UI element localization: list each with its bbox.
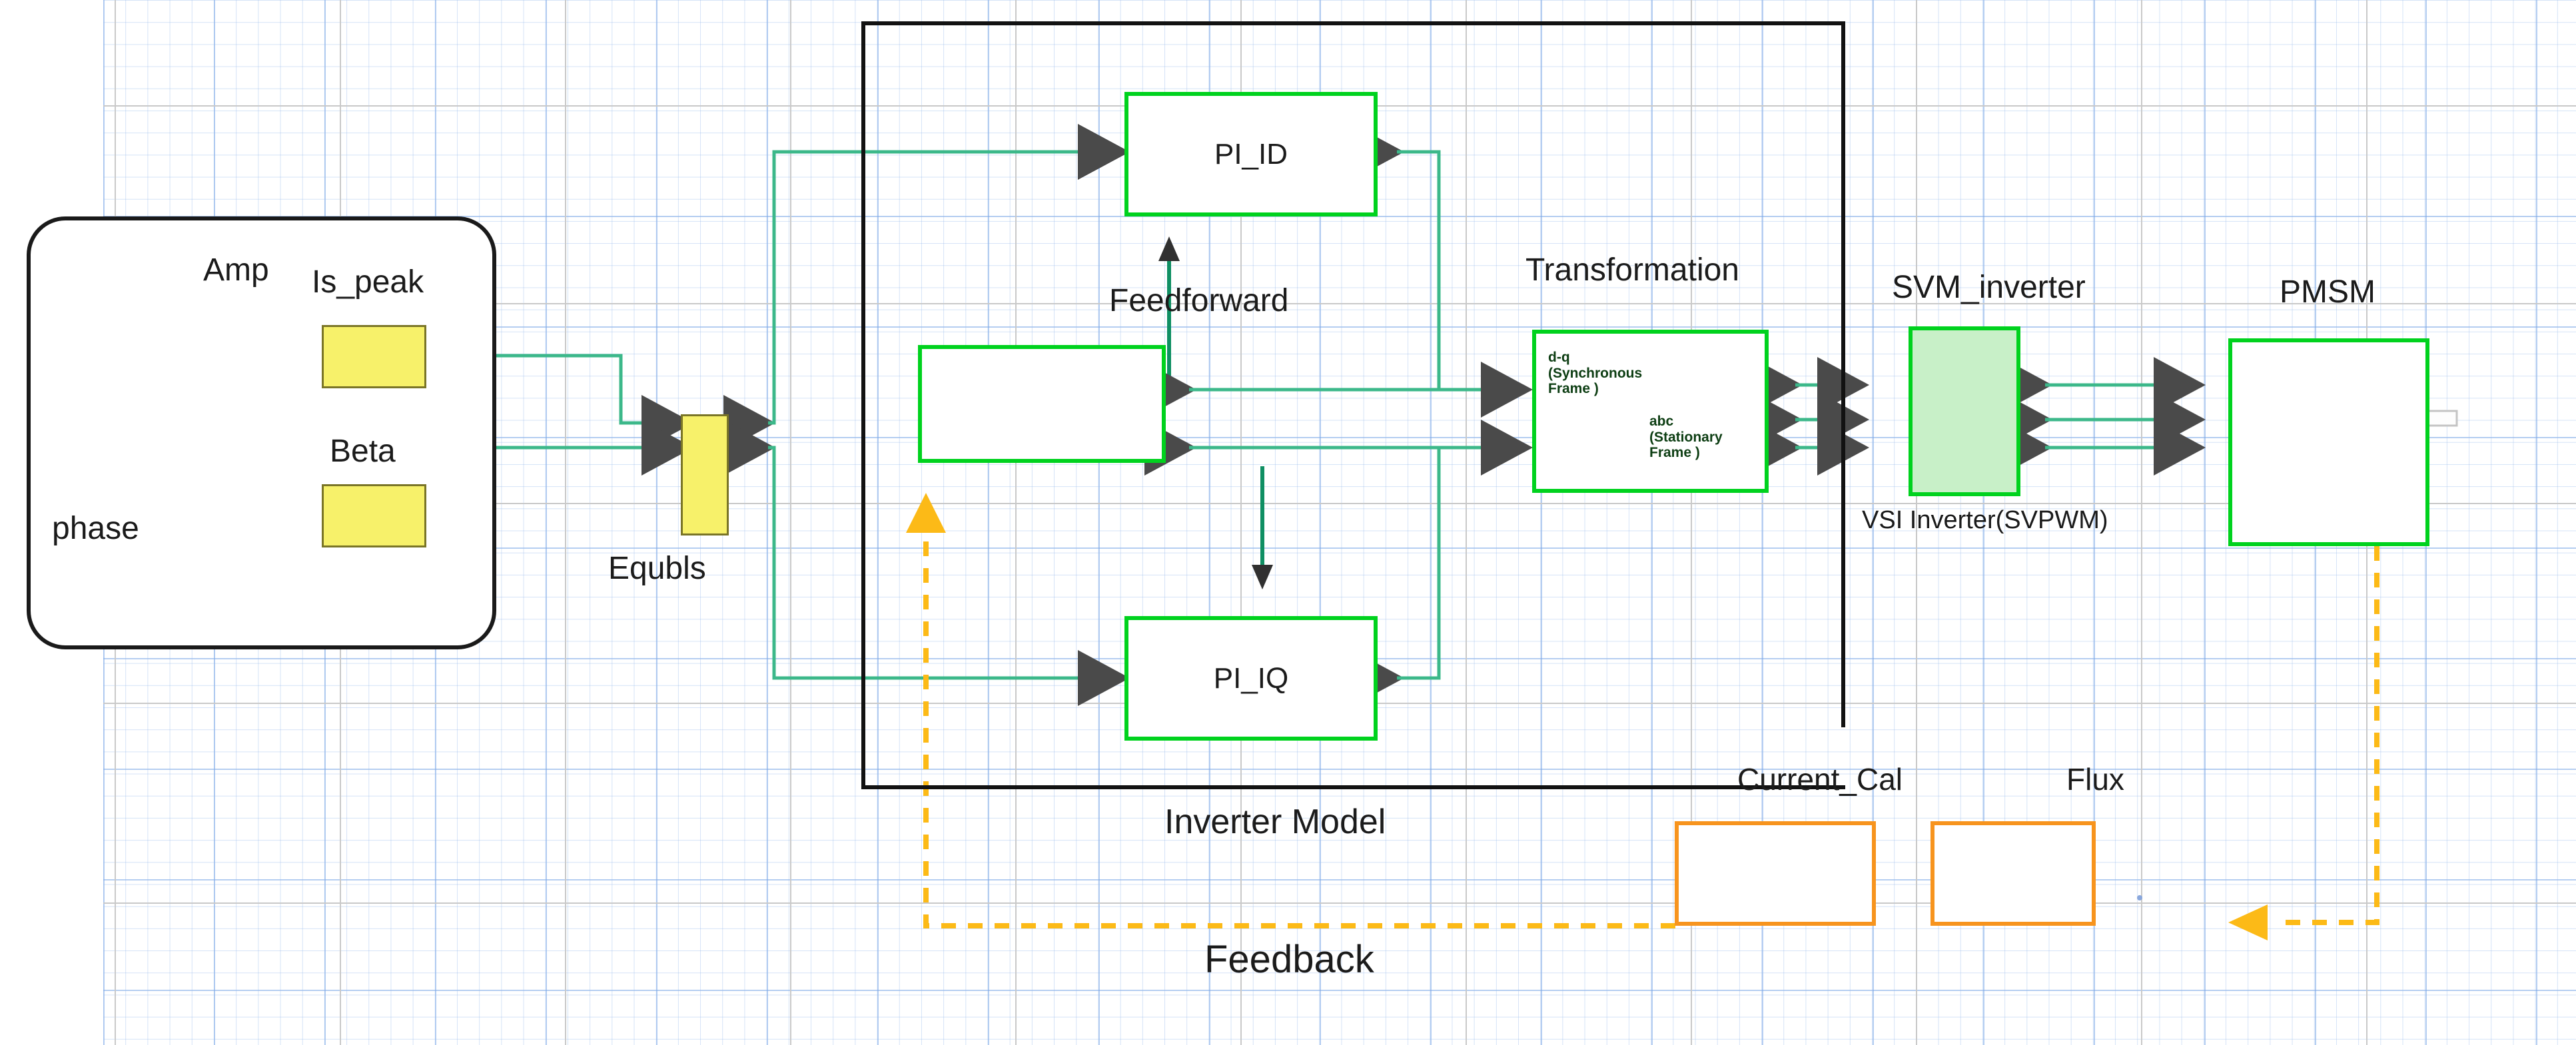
equbls-label: Equbls: [608, 551, 706, 586]
wire-feedforward-to-pi-iq: [1252, 466, 1273, 589]
reference-command-panel[interactable]: [27, 216, 496, 649]
pi-iq-label: PI_IQ: [1213, 661, 1289, 695]
inverter-model-label: Inverter Model: [1164, 803, 1386, 841]
pi-iq-block[interactable]: PI_IQ: [1124, 616, 1378, 741]
transformation-abc-label: abc (Stationary Frame ): [1649, 414, 1723, 461]
pi-id-label: PI_ID: [1214, 137, 1288, 171]
beta-block[interactable]: [322, 484, 426, 547]
beta-label: Beta: [330, 434, 396, 469]
current-cal-label: Current_Cal: [1737, 762, 1903, 797]
is-peak-block[interactable]: [322, 325, 426, 388]
svm-inverter-label: SVM_inverter: [1892, 270, 2086, 305]
wire-transformation-to-svm: [1751, 357, 1869, 476]
major-gridline-v: [1466, 0, 1467, 1045]
is-peak-label: Is_peak: [312, 264, 424, 300]
inverter-model-frame[interactable]: [861, 21, 1845, 789]
major-gridline-h: [103, 303, 2576, 304]
major-gridline-v: [1916, 0, 1917, 1045]
pmsm-block[interactable]: [2228, 338, 2429, 546]
feedforward-block[interactable]: [918, 345, 1166, 463]
pmsm-label: PMSM: [2280, 274, 2375, 310]
current-cal-block[interactable]: [1675, 821, 1876, 926]
transformation-label: Transformation: [1525, 252, 1739, 288]
major-gridline-h: [103, 503, 2576, 504]
flux-block[interactable]: [1931, 821, 2096, 926]
feedforward-output-ports: [1144, 362, 1449, 476]
transformation-block[interactable]: d-q (Synchronous Frame ) abc (Stationary…: [1532, 330, 1769, 493]
inverter-model-frame-right-edge: [1841, 21, 1845, 727]
transformation-dq-label: d-q (Synchronous Frame ): [1548, 350, 1643, 397]
wire-svm-to-pmsm: [2000, 357, 2206, 476]
major-gridline-v: [1015, 0, 1017, 1045]
major-gridline-v: [1240, 0, 1242, 1045]
flux-label: Flux: [2066, 762, 2124, 797]
amp-axis-label: Amp: [203, 252, 269, 288]
major-gridline-v: [565, 0, 566, 1045]
feedback-label: Feedback: [1204, 938, 1374, 981]
equbls-block[interactable]: [681, 414, 729, 535]
flux-inner-mark: [2137, 895, 2142, 900]
major-gridline-v: [2141, 0, 2142, 1045]
feedforward-label: Feedforward: [1109, 283, 1289, 318]
major-gridline-h: [103, 902, 2576, 904]
feedback-dashed-path: [906, 493, 2379, 940]
phase-axis-label: phase: [52, 511, 139, 546]
vsi-inverter-caption: VSI Inverter(SVPWM): [1862, 506, 2108, 534]
pi-id-block[interactable]: PI_ID: [1124, 92, 1378, 216]
major-gridline-v: [790, 0, 791, 1045]
major-gridline-v: [1691, 0, 1692, 1045]
wire-equbls-out-bottom-to-pi-iq: [723, 420, 1130, 706]
svm-inverter-block[interactable]: [1909, 326, 2020, 496]
